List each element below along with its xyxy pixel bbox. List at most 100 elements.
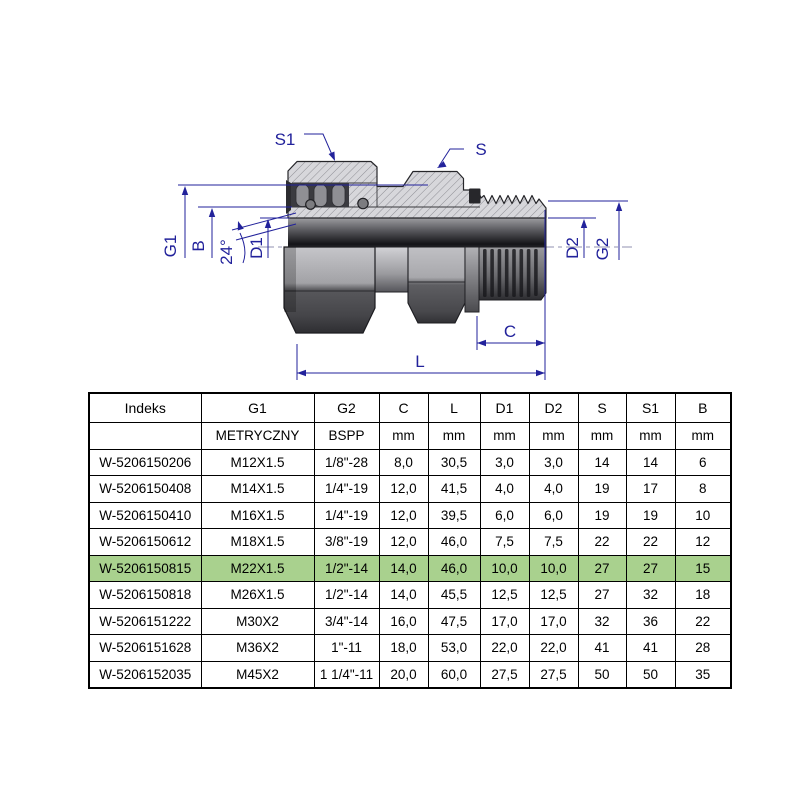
table-cell-7: 27 bbox=[577, 581, 627, 609]
table-cell-9: 18 bbox=[674, 581, 732, 609]
table-cell-9: 10 bbox=[674, 501, 732, 529]
table-cell-5: 6,0 bbox=[479, 501, 530, 529]
table-subheader-cell-2: BSPP bbox=[313, 422, 380, 450]
table-cell-8: 32 bbox=[625, 581, 676, 609]
table-cell-8: 41 bbox=[625, 634, 676, 662]
table-cell-4: 47,5 bbox=[427, 607, 481, 635]
table-cell-3: 12,0 bbox=[378, 501, 429, 529]
table-subheader-cell-9: mm bbox=[674, 422, 732, 450]
table-cell-2: 1/2"-14 bbox=[313, 554, 380, 582]
table-cell-5: 27,5 bbox=[479, 660, 530, 689]
table-cell-3: 8,0 bbox=[378, 448, 429, 476]
dimension-arrows bbox=[181, 151, 623, 377]
table-cell-7: 22 bbox=[577, 528, 627, 556]
oring-section-right bbox=[357, 197, 369, 210]
label-g2: G2 bbox=[593, 238, 612, 261]
table-cell-6: 3,0 bbox=[528, 448, 579, 476]
table-cell-0: W-5206152035 bbox=[88, 660, 202, 689]
table-cell-4: 46,0 bbox=[427, 528, 481, 556]
table-cell-1: M26X1.5 bbox=[200, 581, 315, 609]
table-cell-7: 19 bbox=[577, 501, 627, 529]
label-d2: D2 bbox=[563, 237, 582, 259]
table-cell-1: M22X1.5 bbox=[200, 554, 315, 582]
table-cell-3: 12,0 bbox=[378, 475, 429, 503]
table-cell-6: 27,5 bbox=[528, 660, 579, 689]
table-cell-8: 17 bbox=[625, 475, 676, 503]
table-cell-8: 19 bbox=[625, 501, 676, 529]
table-cell-5: 7,5 bbox=[479, 528, 530, 556]
table-cell-0: W-5206150206 bbox=[88, 448, 202, 476]
nut-thread-recess bbox=[286, 180, 349, 214]
table-cell-2: 1"-11 bbox=[313, 634, 380, 662]
table-header-cell-2: G2 bbox=[313, 392, 380, 423]
table-cell-2: 1/4"-19 bbox=[313, 475, 380, 503]
label-l: L bbox=[415, 352, 424, 371]
table-cell-4: 41,5 bbox=[427, 475, 481, 503]
table-cell-7: 41 bbox=[577, 634, 627, 662]
table-cell-0: W-5206151628 bbox=[88, 634, 202, 662]
table-cell-8: 36 bbox=[625, 607, 676, 635]
table-cell-4: 45,5 bbox=[427, 581, 481, 609]
table-cell-6: 12,5 bbox=[528, 581, 579, 609]
table-cell-4: 60,0 bbox=[427, 660, 481, 689]
nut-exterior bbox=[283, 246, 376, 334]
table-cell-5: 10,0 bbox=[479, 554, 530, 582]
label-d1: D1 bbox=[247, 237, 266, 259]
table-cell-7: 27 bbox=[577, 554, 627, 582]
table-cell-0: W-5206150815 bbox=[88, 554, 202, 582]
table-cell-0: W-5206150408 bbox=[88, 475, 202, 503]
table-subheader-cell-8: mm bbox=[625, 422, 676, 450]
table-cell-9: 35 bbox=[674, 660, 732, 689]
table-cell-2: 3/4"-14 bbox=[313, 607, 380, 635]
table-cell-1: M45X2 bbox=[200, 660, 315, 689]
table-cell-5: 22,0 bbox=[479, 634, 530, 662]
table-cell-2: 3/8"-19 bbox=[313, 528, 380, 556]
table-cell-8: 14 bbox=[625, 448, 676, 476]
label-angle: 24° bbox=[217, 239, 236, 265]
table-cell-3: 16,0 bbox=[378, 607, 429, 635]
table-cell-4: 30,5 bbox=[427, 448, 481, 476]
table-cell-2: 1 1/4"-11 bbox=[313, 660, 380, 689]
table-header-cell-4: L bbox=[427, 392, 481, 423]
table-cell-6: 6,0 bbox=[528, 501, 579, 529]
fitting-cross-section bbox=[286, 160, 547, 247]
table-cell-8: 27 bbox=[625, 554, 676, 582]
table-cell-2: 1/8"-28 bbox=[313, 448, 380, 476]
table-cell-3: 12,0 bbox=[378, 528, 429, 556]
table-cell-5: 12,5 bbox=[479, 581, 530, 609]
hex-exterior bbox=[407, 246, 466, 324]
table-cell-6: 4,0 bbox=[528, 475, 579, 503]
table-header-cell-7: S bbox=[577, 392, 627, 423]
table-cell-3: 18,0 bbox=[378, 634, 429, 662]
table-cell-9: 22 bbox=[674, 607, 732, 635]
table-cell-9: 12 bbox=[674, 528, 732, 556]
table-cell-1: M36X2 bbox=[200, 634, 315, 662]
table-header-cell-0: Indeks bbox=[88, 392, 202, 423]
label-g1: G1 bbox=[161, 235, 180, 258]
table-cell-3: 14,0 bbox=[378, 581, 429, 609]
table-cell-1: M16X1.5 bbox=[200, 501, 315, 529]
table-header-cell-9: B bbox=[674, 392, 732, 423]
table-header-cell-1: G1 bbox=[200, 392, 315, 423]
table-cell-0: W-5206150612 bbox=[88, 528, 202, 556]
label-b: B bbox=[189, 240, 208, 251]
table-cell-5: 4,0 bbox=[479, 475, 530, 503]
table-cell-8: 22 bbox=[625, 528, 676, 556]
table-cell-9: 8 bbox=[674, 475, 732, 503]
table-header-cell-3: C bbox=[378, 392, 429, 423]
table-cell-6: 17,0 bbox=[528, 607, 579, 635]
dimension-lines bbox=[178, 133, 628, 380]
table-header-cell-5: D1 bbox=[479, 392, 530, 423]
table-cell-4: 46,0 bbox=[427, 554, 481, 582]
table-cell-2: 1/2"-14 bbox=[313, 581, 380, 609]
table-subheader-cell-3: mm bbox=[378, 422, 429, 450]
